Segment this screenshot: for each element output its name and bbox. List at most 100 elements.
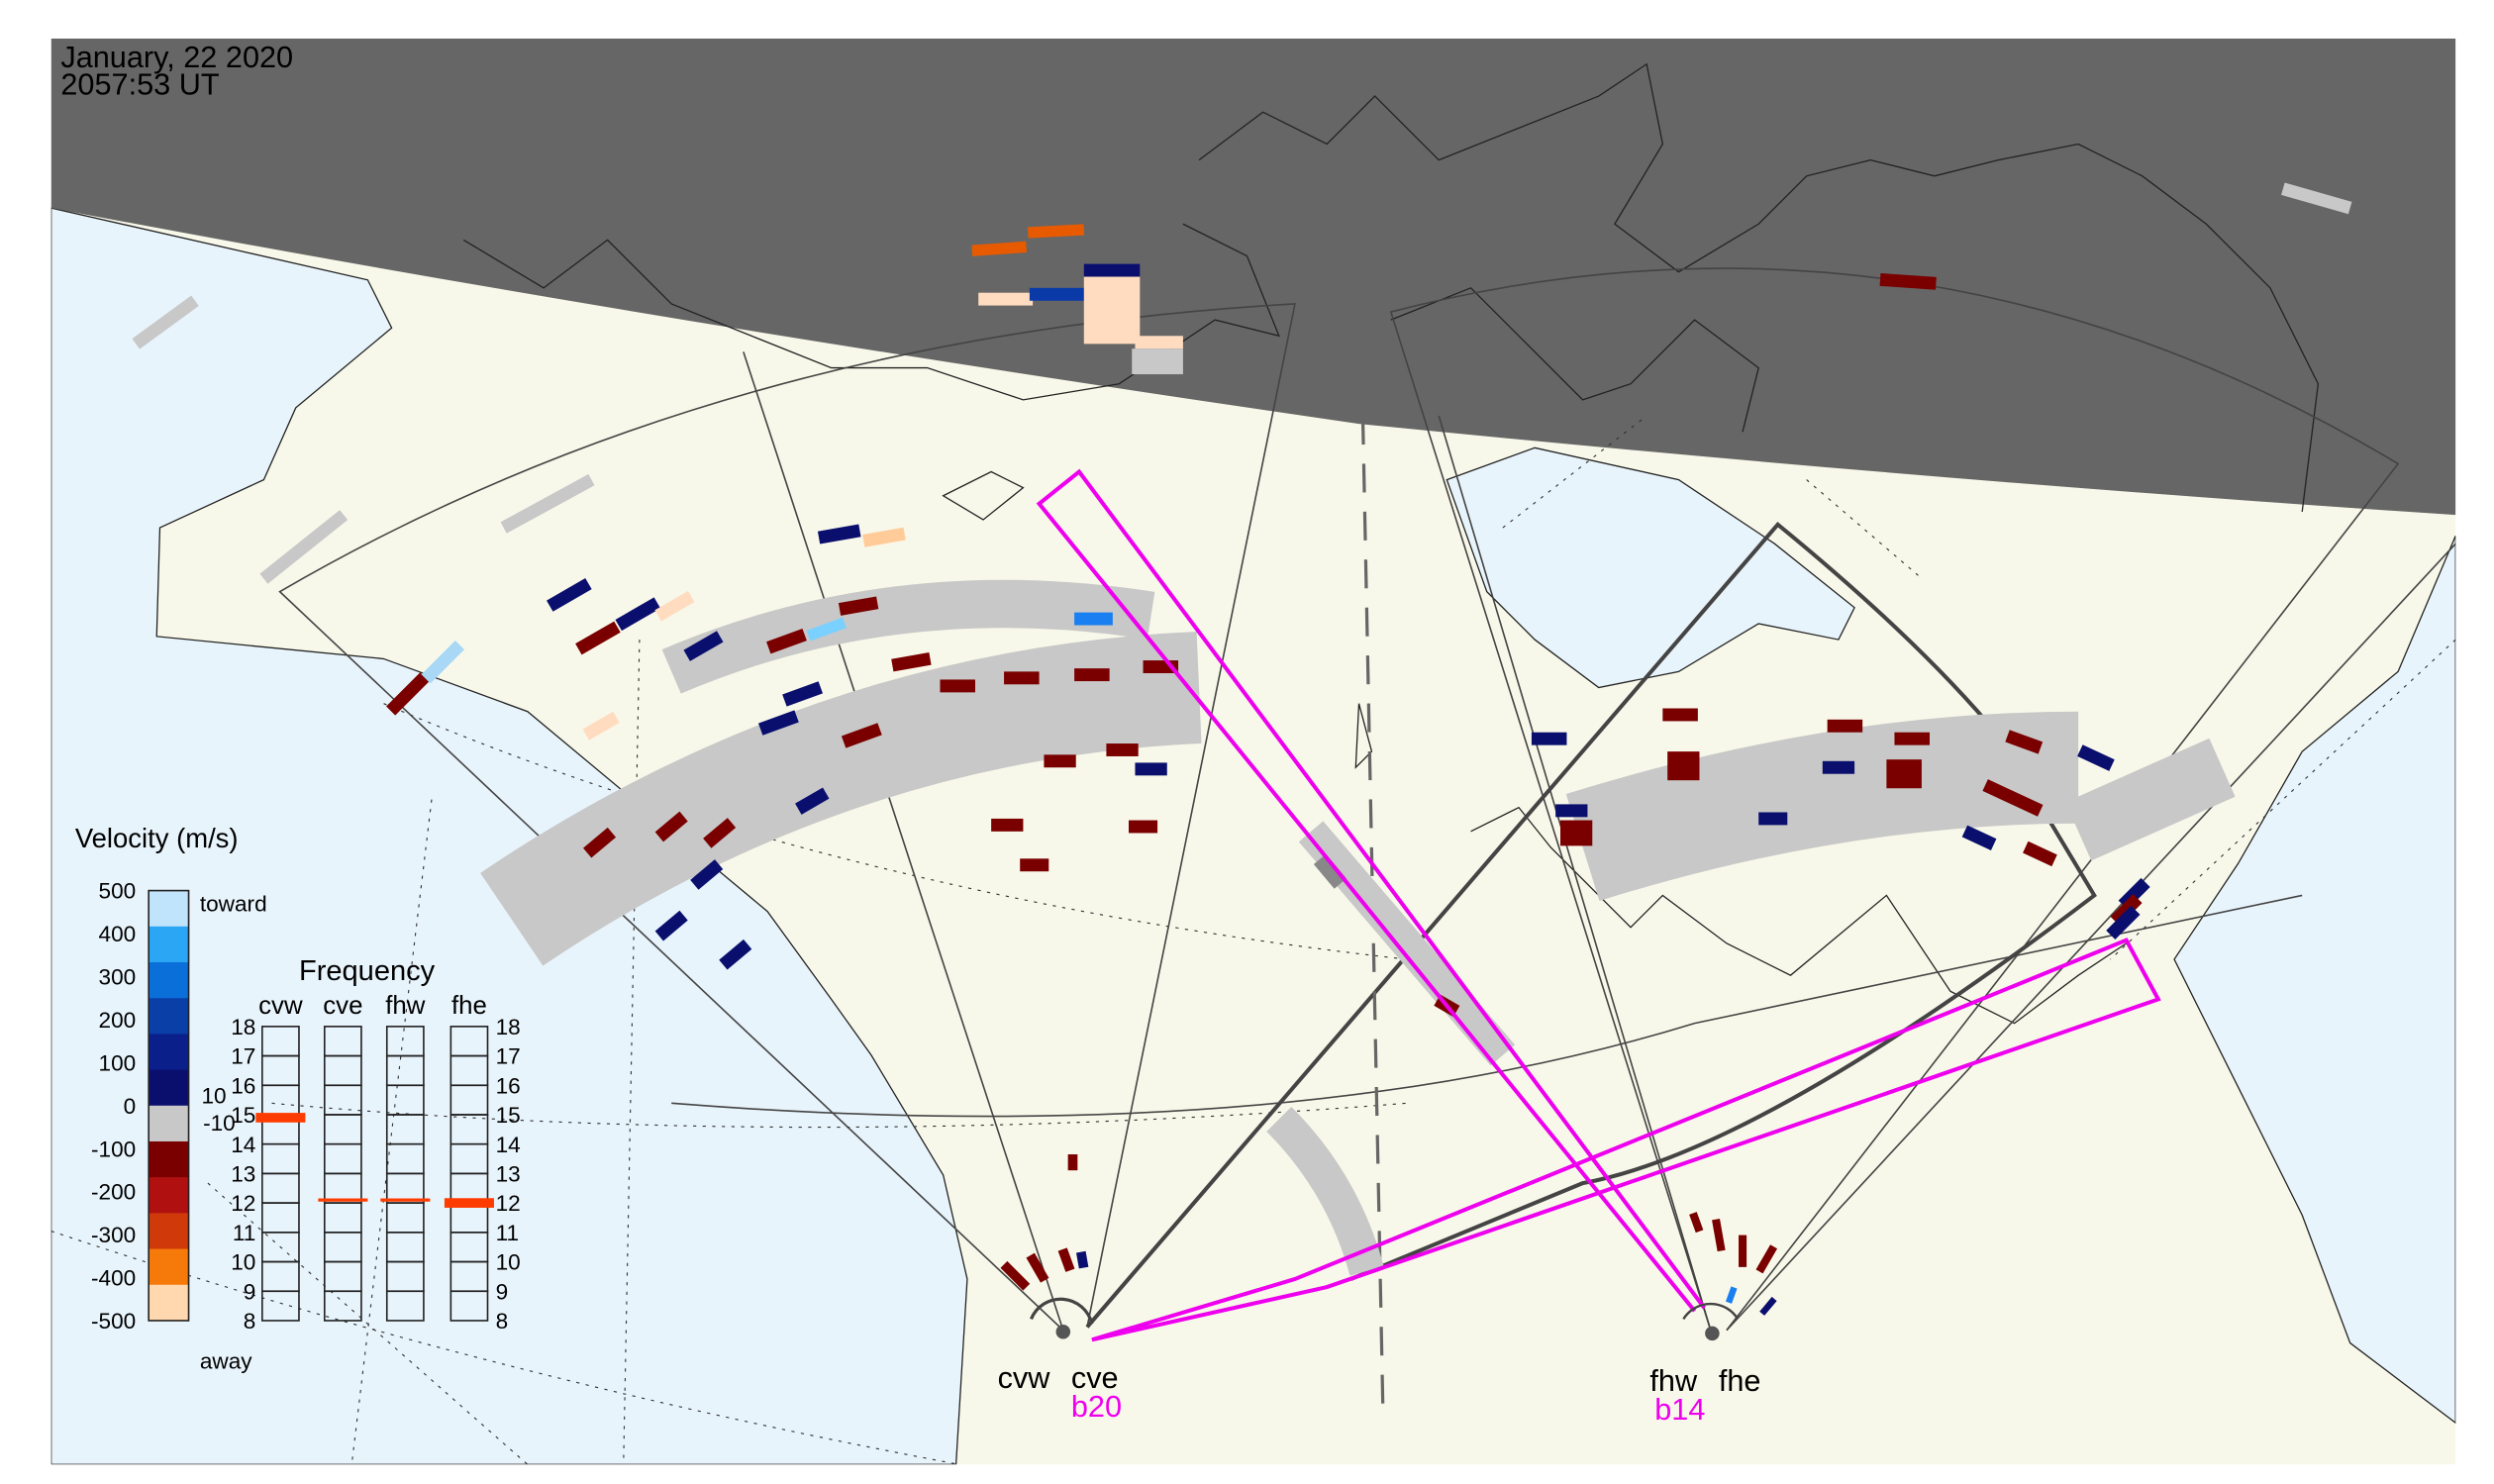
station-label-fhw: fhw: [1649, 1363, 1698, 1398]
frequency-column-label-fhw: fhw: [385, 992, 426, 1020]
small-tick-minus10: -10: [203, 1111, 236, 1136]
velocity-tick-label: -200: [91, 1180, 136, 1205]
colorbar-segment: [149, 1105, 189, 1142]
range-cell: [978, 292, 1034, 306]
hudson-bay: [1446, 446, 1855, 689]
fov-highlight: [1085, 522, 2097, 1329]
frequency-cell: [261, 1290, 300, 1322]
frequency-cell: [449, 1290, 489, 1322]
colorbar-segment: [149, 1177, 189, 1215]
range-cell: [1083, 276, 1141, 345]
range-cell: [2023, 841, 2057, 867]
coastlines: [462, 62, 2320, 1025]
frequency-tick-left: 12: [231, 1191, 255, 1216]
frequency-tick-left: 13: [231, 1161, 255, 1186]
range-cell: [2110, 893, 2143, 926]
colorbar-segment: [149, 961, 189, 999]
range-cell: [782, 681, 824, 707]
range-cell: [703, 818, 737, 848]
frequency-cell: [385, 1290, 425, 1322]
frequency-marker-fhw: [380, 1198, 431, 1202]
colorbar-segment: [149, 926, 189, 963]
radar-sites: [1030, 1297, 1740, 1341]
velocity-tick-label: -500: [91, 1309, 136, 1334]
frequency-tick-right: 15: [496, 1103, 521, 1128]
range-cell: [654, 590, 695, 622]
range-cell: [862, 527, 906, 547]
frequency-tick-right: 18: [496, 1015, 521, 1039]
range-cell: [1559, 820, 1593, 846]
frequency-marker-cvw: [255, 1113, 306, 1123]
range-cell: [817, 524, 861, 544]
beam-b20: [1036, 468, 2161, 1342]
range-cell: [1667, 751, 1700, 781]
range-cell: [1662, 708, 1698, 722]
atlantic-ocean: [2173, 535, 2456, 1425]
colorbar-segment: [149, 1284, 189, 1322]
station-label-fhe: fhe: [1719, 1363, 1761, 1398]
range-cell: [1106, 743, 1139, 756]
frequency-tick-right: 17: [496, 1044, 521, 1069]
away-label: away: [200, 1348, 252, 1373]
range-cell: [547, 577, 592, 612]
beam-label-b14: b14: [1654, 1392, 1705, 1427]
range-cell: [575, 621, 621, 655]
range-cell: [1712, 1218, 1726, 1252]
range-cell: [1725, 1286, 1738, 1304]
range-cell: [971, 241, 1027, 256]
pacific-ocean: [50, 207, 968, 1465]
range-cell: [891, 651, 932, 672]
range-cell: [757, 710, 799, 736]
frequency-tick-left: 10: [231, 1250, 255, 1275]
range-cell: [1689, 1212, 1704, 1234]
colorbar-segment: [149, 998, 189, 1036]
velocity-tick-label: -400: [91, 1266, 136, 1291]
frequency-column-label-cve: cve: [323, 992, 362, 1020]
range-cell: [719, 939, 752, 970]
frequency-marker-fhe: [444, 1198, 494, 1208]
terminator-dashed-line: [1356, 224, 1385, 1408]
station-label-cve: cve: [1071, 1360, 1119, 1395]
velocity-colorbar: [148, 889, 190, 1322]
range-cell: [1028, 224, 1085, 239]
range-cell: [841, 723, 882, 748]
range-cell: [766, 628, 807, 654]
range-cell: [1029, 287, 1086, 301]
range-cell: [940, 679, 975, 693]
range-cell: [386, 672, 430, 716]
range-cell: [1827, 719, 1863, 733]
toward-label: toward: [200, 892, 267, 917]
frequency-tick-right: 16: [496, 1073, 521, 1098]
frequency-cell: [323, 1290, 362, 1322]
range-cell: [2005, 730, 2044, 754]
frequency-column-label-cvw: cvw: [258, 992, 303, 1020]
colorbar-segment: [149, 1213, 189, 1250]
range-cell: [583, 827, 617, 858]
time-label: 2057:53 UT: [60, 66, 220, 101]
fh-site-marker: [1705, 1326, 1720, 1341]
range-cell: [1057, 1247, 1075, 1272]
ground-scatter-bands: [132, 182, 2352, 1276]
frequency-tick-right: 14: [496, 1133, 521, 1157]
range-cell: [1132, 348, 1183, 375]
range-cell: [1026, 1252, 1049, 1283]
range-cell: [654, 910, 688, 941]
night-shade: [50, 38, 2456, 516]
range-cell: [654, 811, 688, 842]
range-cell: [1135, 762, 1167, 776]
range-cell: [806, 617, 847, 642]
velocity-tick-label: 100: [99, 1050, 137, 1075]
range-cell: [1894, 732, 1930, 745]
range-cell: [1982, 779, 2044, 817]
colorbar-segment: [149, 1140, 189, 1178]
range-cell: [1555, 804, 1588, 818]
cv-site-marker: [1055, 1324, 1071, 1339]
range-cell: [1755, 1244, 1778, 1274]
range-cell: [1074, 612, 1113, 626]
colorbar-segment: [149, 1248, 189, 1286]
velocity-tick-label: -100: [91, 1137, 136, 1161]
frequency-tick-left: 8: [244, 1309, 256, 1334]
velocity-tick-label: -300: [91, 1223, 136, 1247]
